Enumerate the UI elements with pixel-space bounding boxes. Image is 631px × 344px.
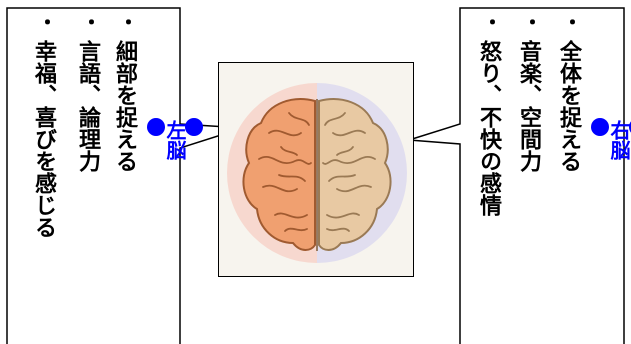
left-brain-title-text: 左脳 — [163, 120, 187, 160]
left-speech-bubble — [6, 7, 244, 344]
right-brain-title-text: 右脳 — [607, 120, 631, 160]
right-item-3-bullet: ・ — [479, 12, 503, 32]
right-brain-title: 右脳 — [591, 118, 631, 162]
right-item-3: 怒り、不快の感情 — [476, 40, 501, 216]
right-item-2: 音楽、空間力 — [516, 40, 541, 172]
brain-image — [218, 62, 414, 277]
right-speech-bubble — [408, 7, 625, 344]
left-item-3-bullet: ・ — [34, 12, 58, 32]
right-item-1: 全体を捉える — [556, 40, 581, 172]
brain-icon — [227, 83, 407, 263]
title-bullet-icon — [185, 118, 203, 136]
title-bullet-icon — [591, 118, 609, 136]
title-bullet-icon — [629, 118, 631, 136]
left-item-3: 幸福、喜びを感じる — [31, 40, 56, 238]
left-brain-title: 左脳 — [147, 118, 203, 162]
right-item-2-bullet: ・ — [519, 12, 543, 32]
left-item-1-bullet: ・ — [115, 12, 139, 32]
left-item-2-bullet: ・ — [78, 12, 102, 32]
left-item-2: 言語、論理力 — [75, 40, 100, 172]
left-item-1: 細部を捉える — [112, 40, 137, 172]
title-bullet-icon — [147, 118, 165, 136]
right-item-1-bullet: ・ — [559, 12, 583, 32]
